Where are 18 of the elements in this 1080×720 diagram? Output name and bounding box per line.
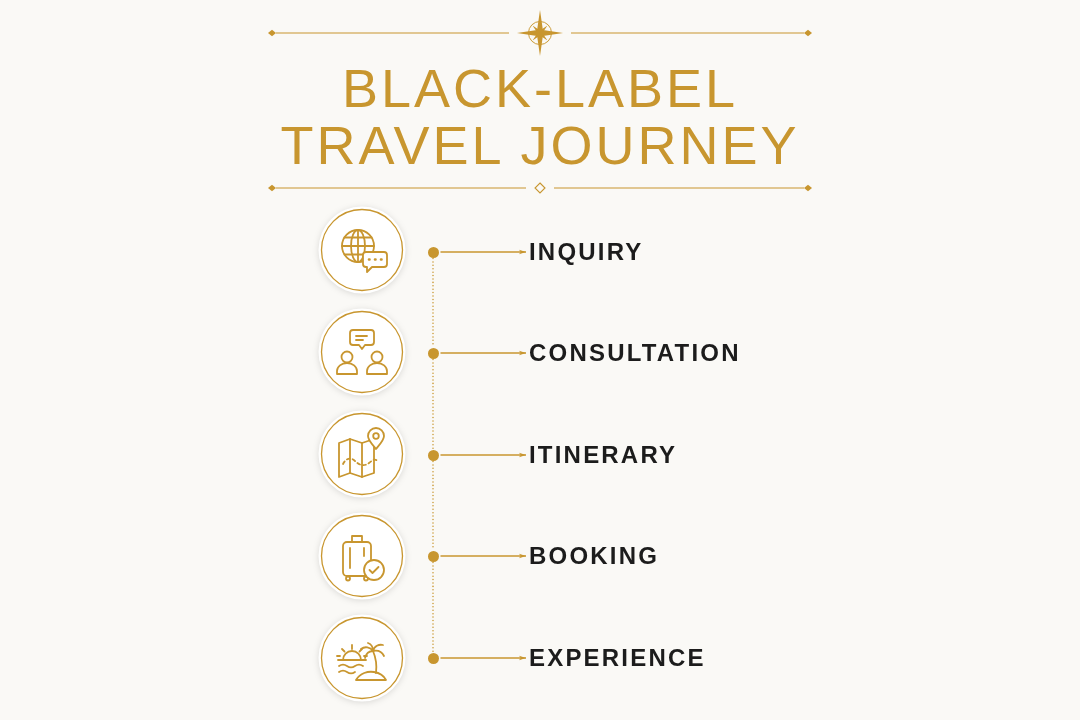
title: BLACK-LABEL TRAVEL JOURNEY (279, 60, 801, 174)
timeline-dot (427, 246, 439, 258)
timeline-dot (427, 449, 439, 461)
step-label: ITINERARY (529, 441, 678, 469)
arrow (439, 553, 527, 559)
arrow (439, 350, 527, 356)
arrow (439, 249, 527, 255)
dotted-connector-line (432, 561, 434, 653)
arrow (439, 452, 527, 458)
step-label: CONSULTATION (529, 339, 741, 367)
step-label: EXPERIENCE (529, 644, 706, 672)
timeline-dot (427, 347, 439, 359)
step-label: INQUIRY (529, 238, 644, 266)
timeline-dot (427, 652, 439, 664)
arrow (439, 655, 527, 661)
dotted-connector-line (432, 358, 434, 450)
step-label: BOOKING (529, 542, 660, 570)
timeline-dot (427, 550, 439, 562)
